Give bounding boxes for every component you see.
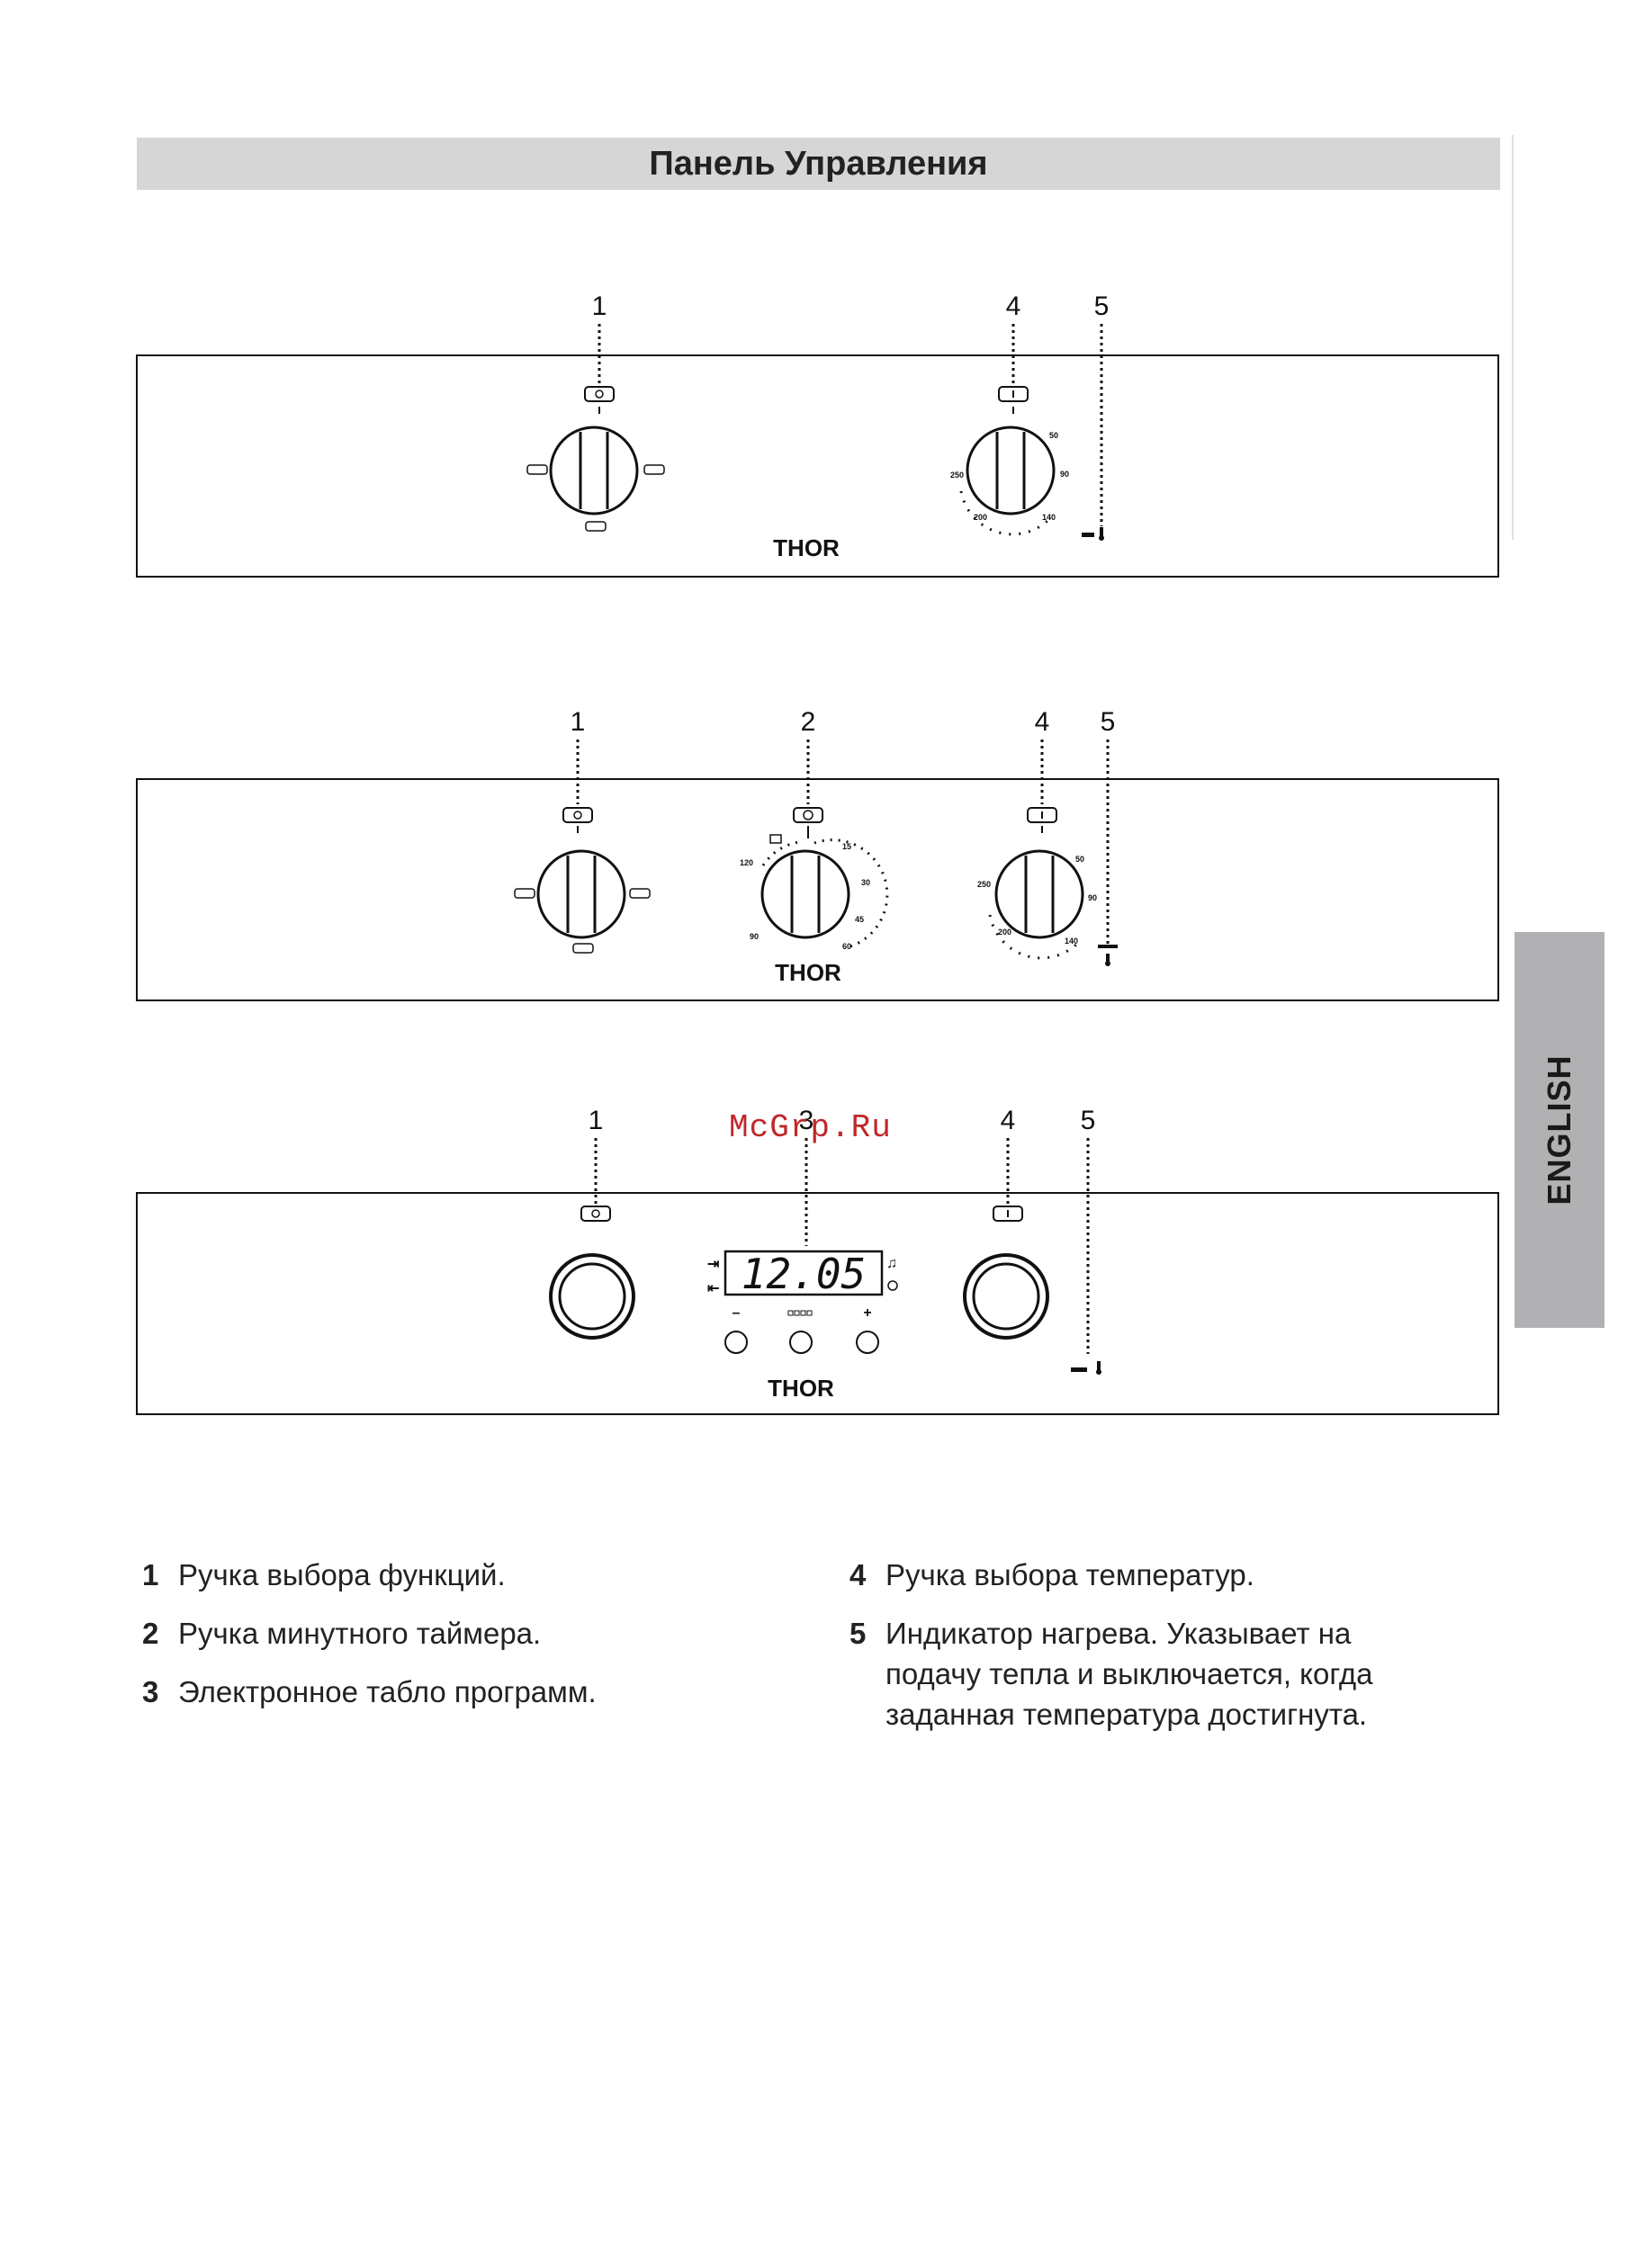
callout-4: 4 <box>1006 291 1021 321</box>
temp-scale-140: 140 <box>1065 937 1078 946</box>
timer-scale-45: 45 <box>855 915 864 924</box>
function-knob[interactable] <box>526 386 665 532</box>
temperature-knob[interactable]: 50 90 140 200 250 <box>977 807 1097 960</box>
callout-4: 4 <box>1001 1106 1016 1135</box>
temp-scale-250: 250 <box>977 880 991 889</box>
legend-item: 4 Ручка выбора температур. <box>849 1558 1254 1591</box>
temp-scale-250: 250 <box>950 471 964 480</box>
callout-5: 5 <box>1094 291 1110 321</box>
legend-item: 1 Ручка выбора функций. <box>142 1558 506 1591</box>
page-title: Панель Управления <box>649 144 988 183</box>
control-panel-variant-2: 1 2 4 5 15 <box>0 695 1636 1001</box>
bell-icon: ♫ <box>886 1256 897 1271</box>
panel-frame <box>136 778 1499 1001</box>
hand-timer-icon <box>769 834 782 844</box>
heat-indicator-light <box>1071 1361 1101 1375</box>
callout-1: 1 <box>589 1106 604 1135</box>
temperature-knob[interactable] <box>963 1206 1049 1340</box>
plus-button[interactable] <box>856 1331 879 1354</box>
timer-scale-30: 30 <box>861 878 870 887</box>
page-title-bar: Панель Управления <box>137 138 1500 190</box>
electronic-programmer: ⇥ ⇤ 12.05 ♫ – + <box>707 1250 898 1321</box>
temperature-knob[interactable]: 50 90 140 200 250 <box>950 386 1069 536</box>
end-time-icon: ⇥ <box>707 1257 719 1272</box>
callout-1: 1 <box>592 291 607 321</box>
temp-scale-200: 200 <box>998 928 1011 937</box>
heat-indicator-light <box>1098 945 1118 966</box>
temp-scale-200: 200 <box>974 513 987 522</box>
duration-icon: ⇤ <box>707 1281 719 1296</box>
mode-button[interactable] <box>789 1331 813 1354</box>
language-tab: ENGLISH <box>1515 932 1605 1328</box>
temp-scale-90: 90 <box>1060 470 1069 479</box>
minute-timer-knob[interactable]: 15 30 45 60 90 120 <box>740 807 889 951</box>
function-knob[interactable] <box>549 1206 635 1340</box>
legend-left: 1 Ручка выбора функций. 2 Ручка минутног… <box>142 1555 790 1730</box>
timer-scale-15: 15 <box>842 842 851 851</box>
temp-scale-50: 50 <box>1049 431 1058 440</box>
brand-logo: THOR <box>773 534 840 561</box>
watermark: McGrp.Ru <box>729 1109 892 1146</box>
legend-right: 4 Ручка выбора температур. 5 Индикатор н… <box>849 1555 1443 1753</box>
control-panel-variant-1: 1 4 5 50 90 140 <box>0 279 1636 578</box>
temp-scale-140: 140 <box>1042 513 1056 522</box>
heat-indicator-light <box>1082 527 1104 541</box>
legend-item: 3 Электронное табло программ. <box>142 1675 597 1708</box>
minus-label: – <box>733 1305 741 1321</box>
temp-scale-50: 50 <box>1075 855 1084 864</box>
display-frame <box>724 1250 884 1296</box>
callout-3: 3 <box>799 1106 814 1135</box>
callout-5: 5 <box>1101 707 1116 737</box>
timer-scale-60: 60 <box>842 942 851 951</box>
legend-item: 2 Ручка минутного таймера. <box>142 1617 542 1650</box>
plus-label: + <box>863 1305 871 1321</box>
panel-frame <box>136 354 1499 578</box>
callout-2: 2 <box>801 707 816 737</box>
mode-dots-icon <box>787 1310 813 1316</box>
panel-frame <box>136 1192 1499 1415</box>
callout-5: 5 <box>1081 1106 1096 1135</box>
minus-button[interactable] <box>724 1331 748 1354</box>
temp-scale-90: 90 <box>1088 893 1097 902</box>
brand-logo: THOR <box>775 959 841 986</box>
legend-item: 5 Индикатор нагрева. Указывает на подачу… <box>849 1617 1373 1731</box>
control-panel-variant-3: 1 3 4 5 ⇥ ⇤ 12.05 ♫ – <box>0 1093 1636 1415</box>
time-display: 12.05 <box>742 1250 866 1298</box>
margin-rule <box>1512 135 1514 540</box>
timer-scale-90: 90 <box>750 932 759 941</box>
brand-logo: THOR <box>768 1375 834 1402</box>
timer-scale-120: 120 <box>740 858 753 867</box>
callout-4: 4 <box>1035 707 1050 737</box>
callout-1: 1 <box>571 707 586 737</box>
function-knob[interactable] <box>514 807 651 954</box>
clock-icon <box>887 1280 898 1291</box>
